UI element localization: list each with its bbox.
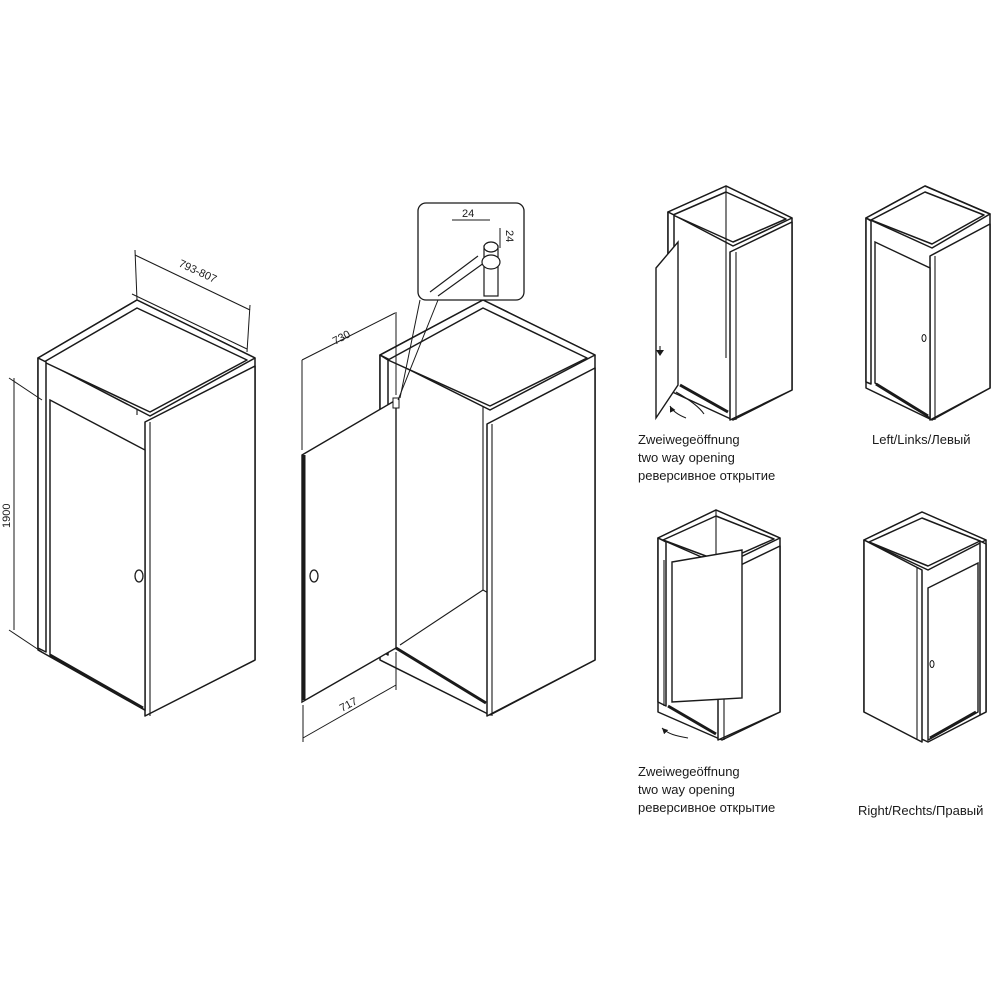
enclosure-open-figure: 730 717 24 24: [301, 202, 596, 742]
enclosure-closed-figure: 793-807 1900: [1, 249, 256, 717]
door-handle-icon: [309, 569, 319, 583]
two-way-caption-bottom-line2: two way opening: [638, 782, 735, 797]
two-way-caption-top-line3: реверсивное открытие: [638, 468, 775, 483]
two-way-opening-bottom-figure: [657, 509, 781, 741]
right-hinge-figure: [863, 511, 987, 743]
right-caption: Right/Rechts/Правый: [858, 803, 983, 818]
two-way-caption-top-line1: Zweiwegeöffnung: [638, 432, 740, 447]
width-range-label: 793-807: [177, 258, 219, 286]
two-way-opening-top-figure: [655, 185, 793, 421]
door-handle-icon: [929, 660, 935, 668]
detail-width-label: 24: [462, 208, 474, 220]
detail-depth-label: 24: [503, 230, 515, 242]
two-way-caption-top-line2: two way opening: [638, 450, 735, 465]
height-label: 1900: [1, 504, 13, 528]
two-way-caption-bottom-line1: Zweiwegeöffnung: [638, 764, 740, 779]
door-handle-icon: [921, 334, 927, 342]
door-width-label: 717: [338, 695, 360, 714]
door-handle-icon: [134, 569, 144, 583]
left-caption: Left/Links/Левый: [872, 432, 971, 447]
two-way-caption-bottom-line3: реверсивное открытие: [638, 800, 775, 815]
door-panel-height-label: 730: [331, 328, 353, 347]
left-hinge-figure: [865, 185, 991, 421]
